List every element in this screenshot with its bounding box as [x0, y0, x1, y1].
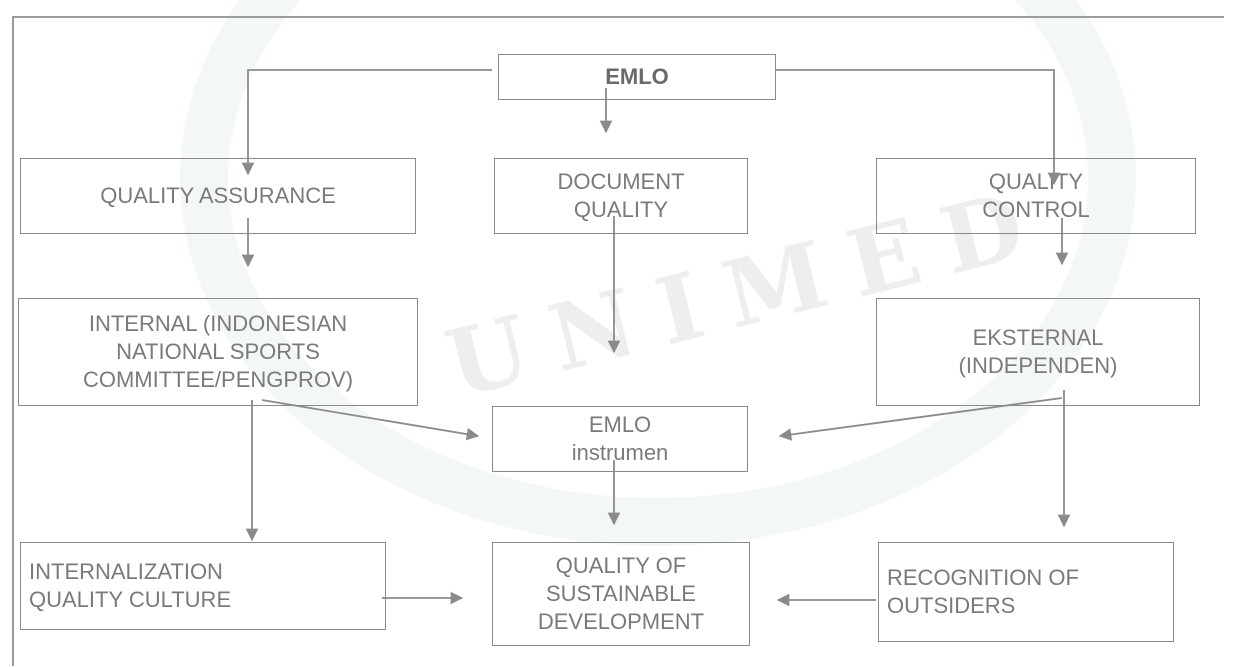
- node-internal: INTERNAL (INDONESIAN NATIONAL SPORTS COM…: [18, 298, 418, 406]
- node-quality-control: QUALITY CONTROL: [876, 158, 1196, 234]
- edge-eksternal-to-instrumen: [778, 397, 1063, 441]
- node-recognition: RECOGNITION OF OUTSIDERS: [878, 542, 1174, 642]
- diagram-frame: [12, 16, 1224, 666]
- node-quality-assurance: QUALITY ASSURANCE: [20, 158, 416, 234]
- edge-emlo-to-quality-assurance: [241, 69, 492, 176]
- node-internalization: INTERNALIZATION QUALITY CULTURE: [20, 542, 386, 630]
- node-document-quality: DOCUMENT QUALITY: [494, 158, 748, 234]
- node-emlo: EMLO: [498, 54, 776, 100]
- edge-emlo-to-quality-control: [776, 69, 1061, 186]
- node-quality-sustainable: QUALITY OF SUSTAINABLE DEVELOPMENT: [492, 542, 750, 646]
- edge-internal-to-instrumen: [261, 399, 480, 441]
- node-emlo-instrumen: EMLO instrumen: [492, 406, 748, 472]
- node-eksternal: EKSTERNAL (INDEPENDEN): [876, 298, 1200, 406]
